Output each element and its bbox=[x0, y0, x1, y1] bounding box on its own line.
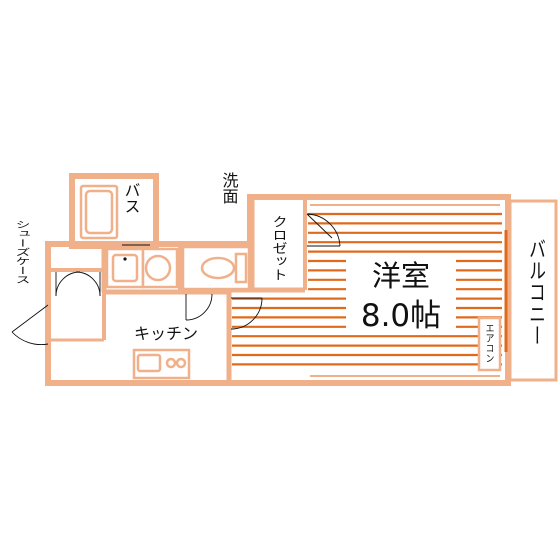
closet-door bbox=[306, 213, 341, 247]
aircon-label: エアコン bbox=[484, 323, 495, 363]
balcony-wall bbox=[508, 199, 558, 382]
wash-basin bbox=[105, 247, 145, 289]
balcony-label: バルコニー bbox=[525, 238, 545, 346]
western-room-label: 洋室 bbox=[372, 259, 430, 293]
kitchen-label: キッチン bbox=[134, 324, 198, 343]
bath-wall bbox=[69, 173, 159, 249]
walls bbox=[45, 173, 558, 386]
doors bbox=[11, 213, 341, 345]
wash-door bbox=[185, 293, 213, 321]
entry-door bbox=[11, 304, 49, 345]
toilet bbox=[181, 245, 251, 291]
closet-label: クロゼット bbox=[271, 215, 289, 281]
aircon-unit: エアコン bbox=[477, 316, 502, 372]
bath-label: バス bbox=[122, 182, 141, 214]
kitchen-counter bbox=[132, 348, 191, 380]
shoe-case-door bbox=[55, 271, 101, 297]
western-room-size: 8.0帖 bbox=[361, 298, 441, 334]
room-label-backdrop bbox=[346, 258, 456, 332]
washing-machine-pan bbox=[141, 247, 179, 289]
room-labels: 洋室 8.0帖 キッチン バス 洗面 クロゼット バルコニー シューズケース エ… bbox=[14, 172, 545, 372]
shoe-case-label: シューズケース bbox=[14, 220, 32, 284]
room-door bbox=[230, 297, 263, 330]
washroom-label: 洗面 bbox=[220, 172, 239, 204]
bathtub bbox=[79, 184, 119, 240]
closet-label-backdrop bbox=[256, 204, 302, 286]
